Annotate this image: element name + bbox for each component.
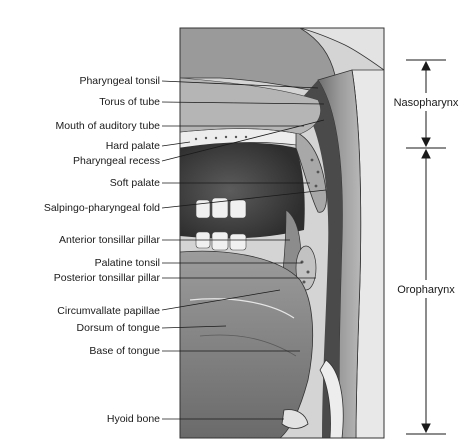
label-posterior-tonsillar-pillar: Posterior tonsillar pillar (54, 272, 161, 284)
oropharynx-down-arrow (422, 424, 430, 432)
label-soft-palate: Soft palate (110, 177, 160, 189)
label-mouth-of-auditory-tube: Mouth of auditory tube (56, 120, 161, 132)
region-label-nasopharynx: Nasopharynx (394, 97, 459, 109)
region-label-oropharynx: Oropharynx (397, 284, 455, 296)
region-brackets (406, 60, 446, 434)
label-hyoid-bone: Hyoid bone (107, 413, 160, 425)
label-dorsum-of-tongue: Dorsum of tongue (77, 322, 161, 334)
label-base-of-tongue: Base of tongue (89, 345, 160, 357)
label-pharyngeal-tonsil: Pharyngeal tonsil (79, 75, 160, 87)
label-torus-of-tube: Torus of tube (99, 96, 160, 108)
label-salpingo-pharyngeal-fold: Salpingo-pharyngeal fold (44, 202, 160, 214)
nasopharynx-up-arrow (422, 62, 430, 70)
oropharynx-up-arrow (422, 150, 430, 158)
label-palatine-tonsil: Palatine tonsil (95, 257, 160, 269)
label-circumvallate-papillae: Circumvallate papillae (57, 305, 160, 317)
label-pharyngeal-recess: Pharyngeal recess (73, 155, 160, 167)
pharynx-illustration (180, 28, 384, 438)
label-anterior-tonsillar-pillar: Anterior tonsillar pillar (59, 234, 160, 246)
label-hard-palate: Hard palate (106, 140, 160, 152)
nasopharynx-down-arrow (422, 138, 430, 146)
structure-labels: Pharyngeal tonsil Torus of tube Mouth of… (44, 75, 161, 425)
